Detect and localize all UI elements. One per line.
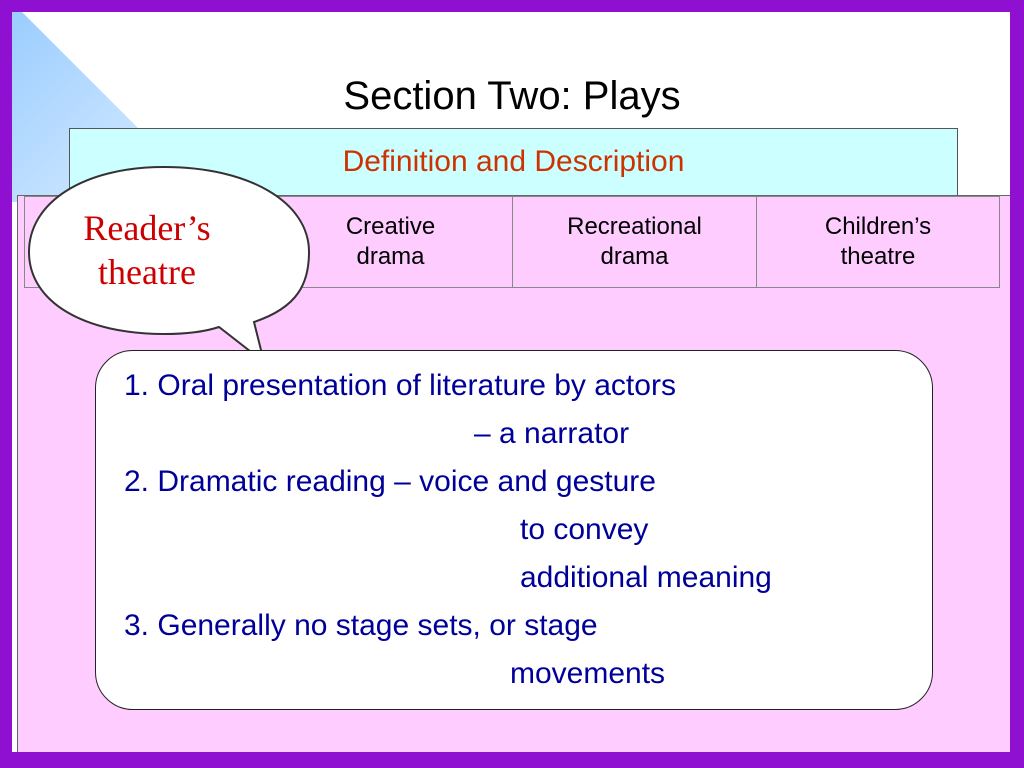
point-3-continuation: movements bbox=[510, 657, 666, 690]
callout-line-2: theatre bbox=[98, 252, 196, 292]
callout-line-1: Reader’s bbox=[83, 208, 211, 248]
category-label: Children’s bbox=[824, 213, 932, 240]
callout-label: Reader’s theatre bbox=[67, 206, 227, 294]
category-label: theatre bbox=[840, 243, 916, 270]
category-label: drama bbox=[600, 243, 669, 270]
point-1: 1. Oral presentation of literature by ac… bbox=[124, 369, 676, 402]
slide-title: Section Two: Plays bbox=[343, 74, 681, 118]
category-label: Recreational bbox=[567, 213, 702, 240]
category-cell-childrens-theatre: Children’s theatre bbox=[756, 196, 1000, 288]
description-box: 1. Oral presentation of literature by ac… bbox=[95, 350, 933, 710]
slide: Section Two: Plays Definition and Descri… bbox=[12, 12, 1010, 752]
speech-bubble bbox=[27, 165, 311, 365]
point-2-continuation-1: to convey bbox=[520, 513, 649, 546]
point-1-continuation: – a narrator bbox=[474, 417, 630, 450]
point-2: 2. Dramatic reading – voice and gesture bbox=[124, 465, 656, 498]
definition-heading: Definition and Description bbox=[342, 145, 685, 178]
category-label: drama bbox=[356, 243, 425, 270]
category-cell-recreational-drama: Recreational drama bbox=[512, 196, 757, 288]
point-3: 3. Generally no stage sets, or stage bbox=[124, 609, 598, 642]
point-2-continuation-2: additional meaning bbox=[520, 561, 772, 594]
category-label: Creative bbox=[345, 213, 436, 240]
